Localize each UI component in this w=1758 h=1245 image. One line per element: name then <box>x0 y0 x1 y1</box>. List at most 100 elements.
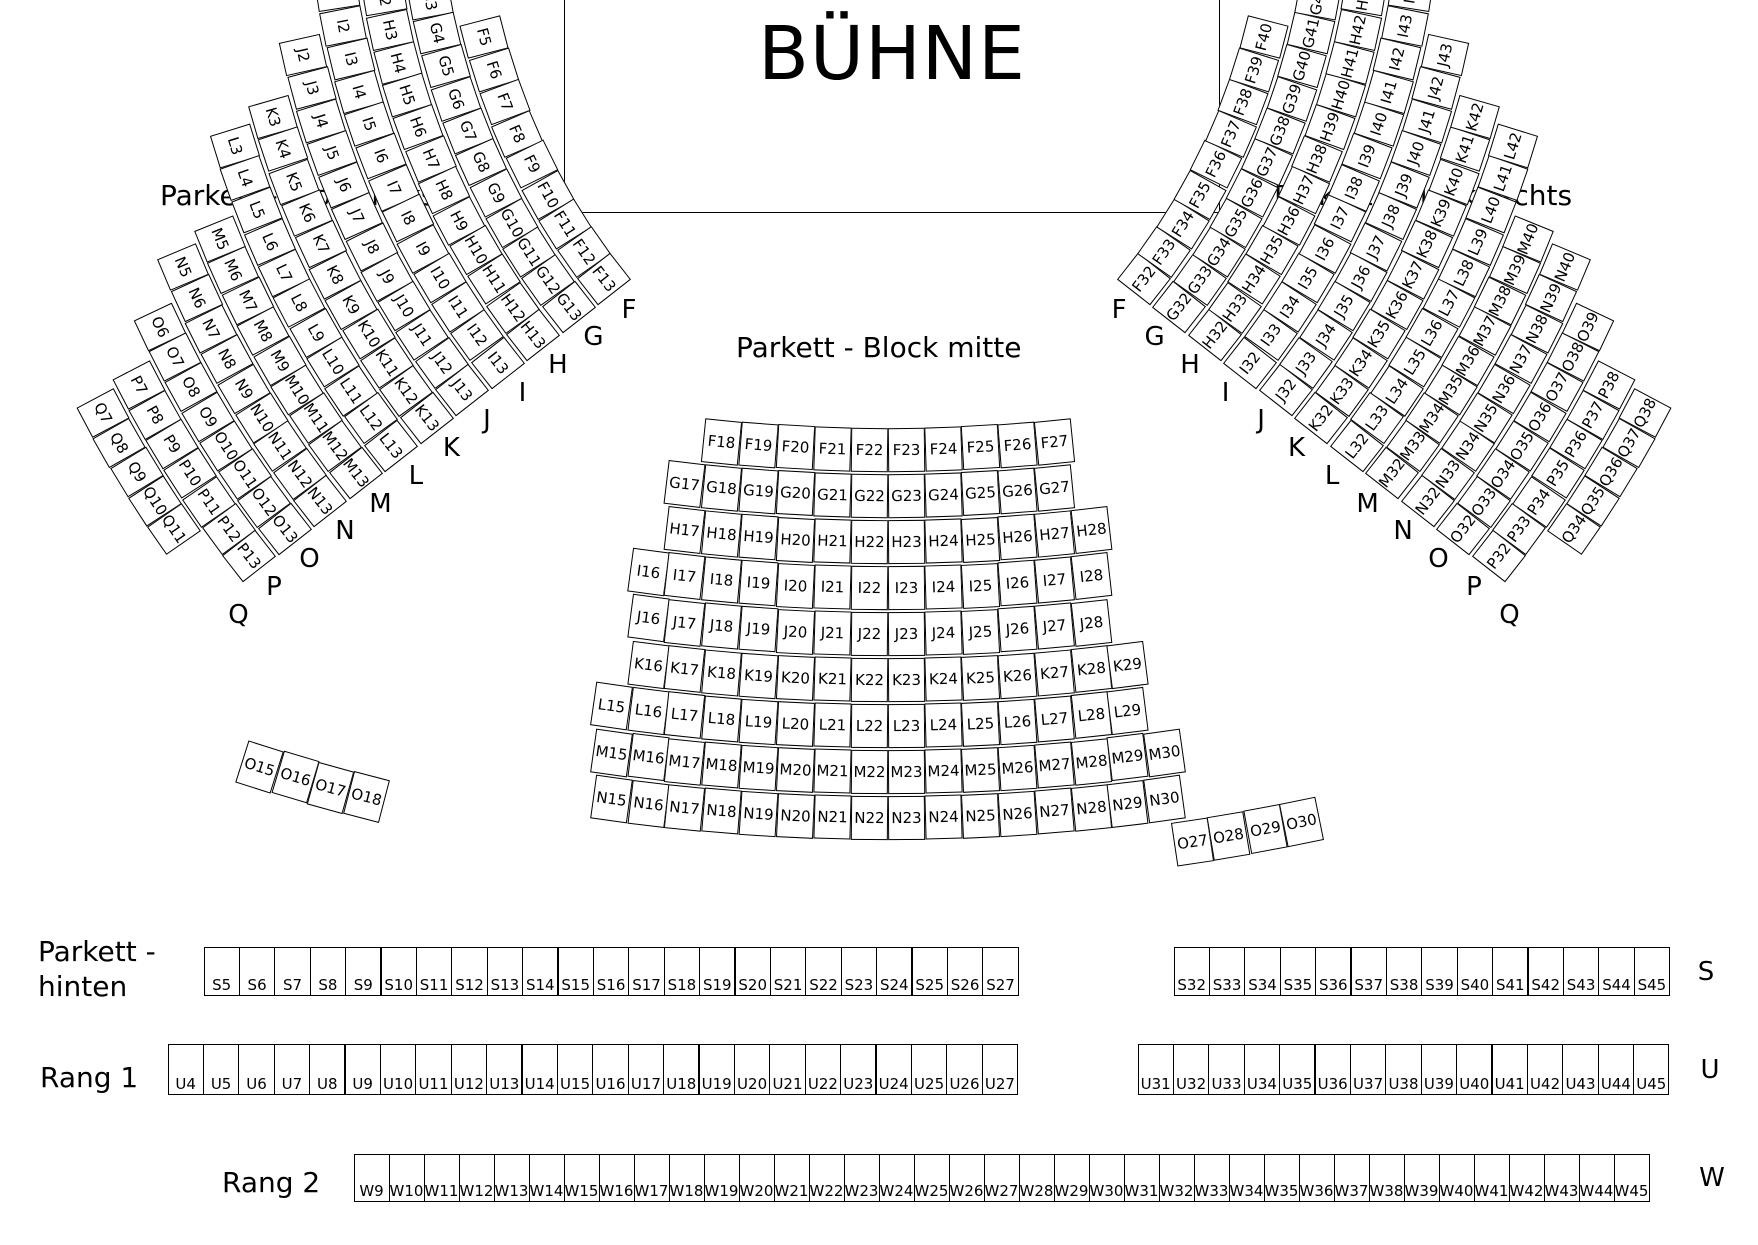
seat-M20[interactable]: M20 <box>776 746 816 793</box>
seat-I23[interactable]: I23 <box>887 565 926 611</box>
seat-S24[interactable]: S24 <box>876 947 913 996</box>
seat-W38[interactable]: W38 <box>1368 1154 1405 1202</box>
seat-K17[interactable]: K17 <box>664 645 706 693</box>
seat-N27[interactable]: N27 <box>1034 787 1075 835</box>
seat-U4[interactable]: U4 <box>167 1044 204 1095</box>
seat-M18[interactable]: M18 <box>701 741 742 789</box>
seat-U36[interactable]: U36 <box>1314 1044 1351 1095</box>
seat-M28[interactable]: M28 <box>1070 737 1112 786</box>
seat-L25[interactable]: L25 <box>960 700 1000 747</box>
seat-H17[interactable]: H17 <box>664 506 706 555</box>
seat-U24[interactable]: U24 <box>875 1044 912 1095</box>
seat-S26[interactable]: S26 <box>946 947 984 996</box>
seat-S5[interactable]: S5 <box>203 947 240 996</box>
seat-S15[interactable]: S15 <box>557 947 594 996</box>
seat-U10[interactable]: U10 <box>379 1044 417 1095</box>
seat-G17[interactable]: G17 <box>663 459 706 508</box>
seat-W45[interactable]: W45 <box>1613 1154 1650 1202</box>
seat-H26[interactable]: H26 <box>997 513 1038 561</box>
seat-U6[interactable]: U6 <box>238 1044 275 1095</box>
seat-M16[interactable]: M16 <box>627 733 670 782</box>
seat-U39[interactable]: U39 <box>1420 1044 1458 1095</box>
seat-W37[interactable]: W37 <box>1333 1154 1370 1202</box>
seat-U38[interactable]: U38 <box>1385 1044 1422 1095</box>
seat-F26[interactable]: F26 <box>997 421 1038 469</box>
seat-W43[interactable]: W43 <box>1543 1154 1580 1202</box>
seat-S14[interactable]: S14 <box>522 947 559 996</box>
seat-L21[interactable]: L21 <box>813 702 852 748</box>
seat-S41[interactable]: S41 <box>1492 947 1529 996</box>
seat-K26[interactable]: K26 <box>997 652 1038 699</box>
seat-W44[interactable]: W44 <box>1578 1154 1615 1202</box>
seat-H25[interactable]: H25 <box>960 516 1001 563</box>
seat-F19[interactable]: F19 <box>738 421 779 469</box>
seat-I16[interactable]: I16 <box>626 547 670 597</box>
seat-L17[interactable]: L17 <box>664 691 706 740</box>
seat-S32[interactable]: S32 <box>1173 947 1210 996</box>
seat-W20[interactable]: W20 <box>738 1154 775 1202</box>
seat-N28[interactable]: N28 <box>1070 784 1112 832</box>
seat-S45[interactable]: S45 <box>1633 947 1671 996</box>
seat-G21[interactable]: G21 <box>813 472 852 518</box>
seat-W12[interactable]: W12 <box>458 1154 495 1202</box>
seat-W36[interactable]: W36 <box>1298 1154 1335 1202</box>
seat-U43[interactable]: U43 <box>1562 1044 1599 1095</box>
seat-S35[interactable]: S35 <box>1279 947 1317 996</box>
seat-I18[interactable]: I18 <box>701 556 743 604</box>
seat-J22[interactable]: J22 <box>850 611 889 657</box>
seat-G27[interactable]: G27 <box>1033 464 1075 512</box>
seat-G20[interactable]: G20 <box>775 470 816 517</box>
seat-J20[interactable]: J20 <box>775 608 816 655</box>
seat-U15[interactable]: U15 <box>556 1044 594 1095</box>
seat-K18[interactable]: K18 <box>701 649 743 697</box>
seat-U16[interactable]: U16 <box>592 1044 629 1095</box>
seat-W30[interactable]: W30 <box>1088 1154 1125 1202</box>
seat-J18[interactable]: J18 <box>701 602 743 651</box>
seat-U20[interactable]: U20 <box>733 1044 771 1095</box>
seat-N29[interactable]: N29 <box>1106 779 1149 828</box>
seat-J16[interactable]: J16 <box>626 594 670 643</box>
seat-H18[interactable]: H18 <box>701 510 743 558</box>
seat-F22[interactable]: F22 <box>850 427 889 473</box>
seat-H24[interactable]: H24 <box>924 518 963 564</box>
seat-U27[interactable]: U27 <box>981 1044 1019 1095</box>
seat-W14[interactable]: W14 <box>528 1154 565 1202</box>
seat-W40[interactable]: W40 <box>1438 1154 1475 1202</box>
seat-F24[interactable]: F24 <box>924 426 963 472</box>
seat-K19[interactable]: K19 <box>738 652 779 699</box>
seat-L23[interactable]: L23 <box>887 703 926 749</box>
seat-L24[interactable]: L24 <box>924 702 963 748</box>
seat-U45[interactable]: U45 <box>1633 1044 1670 1095</box>
seat-M23[interactable]: M23 <box>887 749 926 795</box>
seat-U22[interactable]: U22 <box>804 1044 842 1095</box>
seat-J28[interactable]: J28 <box>1070 598 1112 647</box>
seat-N26[interactable]: N26 <box>997 790 1038 837</box>
seat-S6[interactable]: S6 <box>238 947 276 996</box>
seat-I25[interactable]: I25 <box>960 562 1001 609</box>
seat-U5[interactable]: U5 <box>202 1044 240 1095</box>
seat-I19[interactable]: I19 <box>738 560 779 607</box>
seat-W15[interactable]: W15 <box>563 1154 600 1202</box>
seat-U18[interactable]: U18 <box>663 1044 700 1095</box>
seat-W39[interactable]: W39 <box>1403 1154 1440 1202</box>
seat-H28[interactable]: H28 <box>1070 506 1112 555</box>
seat-W17[interactable]: W17 <box>633 1154 670 1202</box>
seat-N20[interactable]: N20 <box>776 793 816 839</box>
seat-S23[interactable]: S23 <box>840 947 878 996</box>
seat-U32[interactable]: U32 <box>1172 1044 1210 1095</box>
seat-M21[interactable]: M21 <box>813 748 852 794</box>
seat-J21[interactable]: J21 <box>813 610 852 656</box>
seat-L20[interactable]: L20 <box>776 700 816 747</box>
seat-U21[interactable]: U21 <box>769 1044 806 1095</box>
seat-U44[interactable]: U44 <box>1597 1044 1635 1095</box>
seat-M15[interactable]: M15 <box>590 728 633 777</box>
seat-S40[interactable]: S40 <box>1456 947 1494 996</box>
seat-K20[interactable]: K20 <box>775 654 816 701</box>
seat-W42[interactable]: W42 <box>1508 1154 1545 1202</box>
seat-W23[interactable]: W23 <box>843 1154 880 1202</box>
seat-H27[interactable]: H27 <box>1033 510 1075 558</box>
seat-G22[interactable]: G22 <box>850 473 889 519</box>
seat-M25[interactable]: M25 <box>960 746 1000 793</box>
seat-U26[interactable]: U26 <box>946 1044 983 1095</box>
seat-S21[interactable]: S21 <box>769 947 807 996</box>
